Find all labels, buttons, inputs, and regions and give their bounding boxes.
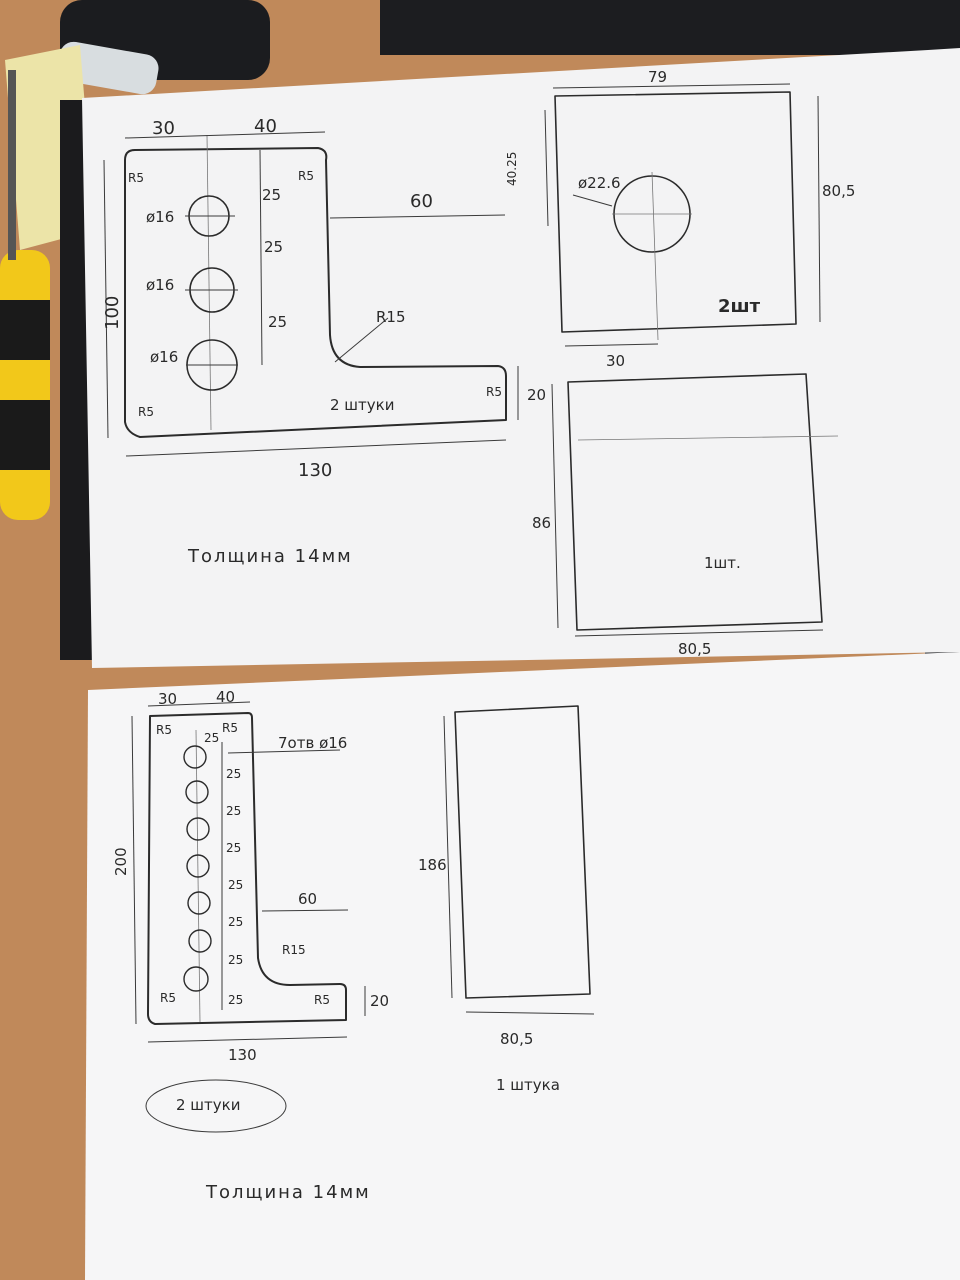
quantity-circle — [145, 1079, 287, 1133]
dim-130: 130 — [298, 460, 332, 481]
bracket-drawing-100 — [103, 131, 519, 457]
spacing-25-7: 25 — [228, 953, 243, 967]
bracket-drawing-200 — [131, 701, 366, 1043]
hole-label-2: ø16 — [146, 276, 174, 294]
plate-with-hole-drawing — [544, 83, 821, 347]
paper-sheet-top — [82, 48, 960, 668]
dim-30-plate: 30 — [606, 352, 625, 370]
spacing-25-5: 25 — [228, 878, 243, 892]
quantity-label: 2 штуки — [330, 396, 394, 414]
radius-r15: R15 — [376, 308, 406, 326]
radius-r5-bottom-right: R5 — [486, 385, 502, 399]
spacing-25-4: 25 — [226, 841, 241, 855]
hole-diameter-label: ø22.6 — [578, 174, 621, 192]
hole-label-3: ø16 — [150, 348, 178, 366]
screwdriver-handle — [0, 250, 50, 520]
spacing-25-2: 25 — [226, 767, 241, 781]
dim-80-5-plain: 80,5 — [678, 640, 711, 658]
dim-80-5-tall: 80,5 — [500, 1030, 533, 1048]
dim-20-b: 20 — [370, 992, 389, 1010]
radius-r5-bottom-left-b: R5 — [160, 991, 176, 1005]
holes-note: 7отв ø16 — [278, 734, 347, 752]
hole-label-1: ø16 — [146, 208, 174, 226]
dim-40-b: 40 — [216, 688, 235, 706]
screwdriver-shaft — [8, 70, 16, 260]
spacing-25-3: 25 — [226, 804, 241, 818]
keyboard-top — [380, 0, 960, 55]
quantity-label: 2 штуки — [176, 1096, 240, 1114]
spacing-25-6: 25 — [228, 915, 243, 929]
dim-30: 30 — [152, 118, 175, 139]
quantity-label: 2шт — [718, 296, 761, 317]
dim-86: 86 — [532, 514, 551, 532]
radius-r15-b: R15 — [282, 943, 306, 957]
paper-sheet-bottom — [85, 652, 960, 1280]
radius-r5-top-right: R5 — [298, 169, 314, 183]
screwdriver-grip — [0, 400, 50, 470]
thickness-note: Толщина 14мм — [187, 546, 353, 567]
dim-25-b: 25 — [264, 238, 283, 256]
dim-25-c: 25 — [268, 313, 287, 331]
dim-186: 186 — [418, 856, 447, 874]
quantity-label: 1 штука — [496, 1076, 560, 1094]
dim-40: 40 — [254, 116, 277, 137]
dim-79: 79 — [648, 68, 667, 86]
radius-r5-top-left-b: R5 — [156, 723, 172, 737]
radius-r5-top-right-b: R5 — [222, 721, 238, 735]
radius-r5-bottom-left: R5 — [138, 405, 154, 419]
spacing-25-1: 25 — [204, 731, 219, 745]
dim-130-b: 130 — [228, 1046, 257, 1064]
radius-r5-bottom-right-b: R5 — [314, 993, 330, 1007]
dim-25-a: 25 — [262, 186, 281, 204]
dim-100: 100 — [102, 296, 123, 330]
tall-plate-drawing — [443, 705, 595, 1015]
dim-30-b: 30 — [158, 690, 177, 708]
dim-80-5: 80,5 — [822, 182, 855, 200]
quantity-label: 1шт. — [704, 554, 741, 572]
plain-plate-drawing — [551, 373, 839, 637]
dim-20: 20 — [527, 386, 546, 404]
dim-60-b: 60 — [298, 890, 317, 908]
spacing-25-8: 25 — [228, 993, 243, 1007]
dim-40-25: 40.25 — [505, 152, 519, 186]
radius-r5-top-left: R5 — [128, 171, 144, 185]
screwdriver-grip — [0, 300, 50, 360]
dim-60: 60 — [410, 191, 433, 212]
thickness-note: Толщина 14мм — [205, 1182, 371, 1203]
dim-200: 200 — [112, 847, 130, 876]
